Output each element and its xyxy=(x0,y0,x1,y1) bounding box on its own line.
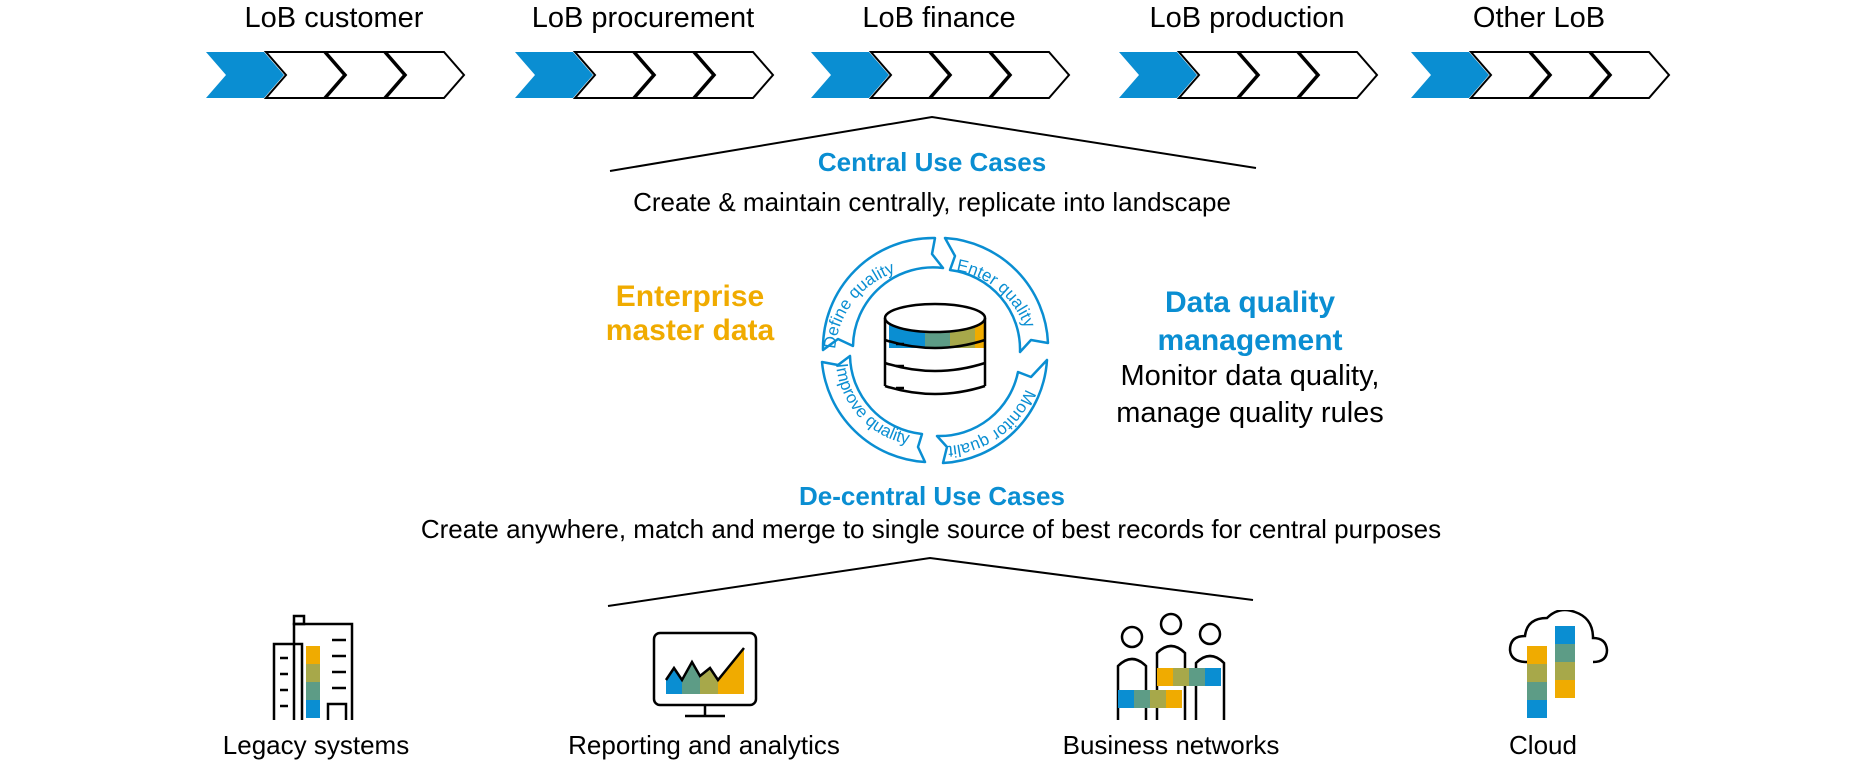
enterprise-line-2: master data xyxy=(605,314,775,347)
chevron xyxy=(632,51,715,99)
cycle-arrow-improve xyxy=(820,354,927,464)
lob-label: LoB finance xyxy=(862,2,1016,34)
dqm-desc-line-2: manage quality rules xyxy=(1116,397,1384,429)
central-use-cases-subtitle: Create & maintain centrally, replicate i… xyxy=(633,187,1231,217)
chevron xyxy=(1528,51,1611,99)
system-label: Legacy systems xyxy=(222,730,410,760)
chevron-active xyxy=(515,52,593,98)
process-chevrons xyxy=(1119,51,1379,99)
chevron xyxy=(323,51,406,99)
process-chevrons xyxy=(206,51,466,99)
cycle-arrow-monitor xyxy=(935,358,1049,465)
building-icon xyxy=(272,614,354,720)
chevron-active xyxy=(206,52,284,98)
chevron xyxy=(988,51,1071,99)
process-chevrons xyxy=(811,51,1071,99)
lob-label: Other LoB xyxy=(1472,2,1606,34)
chevron-active xyxy=(811,52,889,98)
chevron xyxy=(572,51,655,99)
system-label: Cloud xyxy=(1509,730,1577,760)
lob-label: LoB production xyxy=(1149,2,1345,34)
dqm-title-line-1: Data quality xyxy=(1164,286,1336,319)
lob-label: LoB customer xyxy=(244,2,424,34)
cycle-step-monitor: Monitor quality xyxy=(0,0,1040,461)
monitor-chart-icon xyxy=(652,631,758,718)
decentral-roof-line xyxy=(607,556,1254,607)
chevron-active xyxy=(1411,52,1489,98)
cloud-icon xyxy=(1508,610,1609,718)
chevron xyxy=(1588,51,1671,99)
chevron xyxy=(383,51,466,99)
central-roof-line xyxy=(609,115,1257,172)
chevron xyxy=(692,51,775,99)
chevron xyxy=(263,51,346,99)
dqm-description: Monitor data quality, manage quality rul… xyxy=(1090,358,1410,432)
people-network-icon xyxy=(1116,612,1226,720)
dqm-title-line-2: management xyxy=(1157,324,1343,357)
enterprise-line-1: Enterprise xyxy=(615,280,765,313)
database-icon xyxy=(883,302,987,396)
dqm-desc-line-1: Monitor data quality, xyxy=(1120,360,1380,392)
chevron-active xyxy=(1119,52,1197,98)
chevron xyxy=(1296,51,1379,99)
central-use-cases-title: Central Use Cases xyxy=(817,147,1047,177)
lob-label: LoB procurement xyxy=(531,2,755,34)
decentral-use-cases-title: De-central Use Cases xyxy=(799,481,1065,511)
cycle-arrow-enter xyxy=(943,236,1050,354)
chevron xyxy=(928,51,1011,99)
system-label: Reporting and analytics xyxy=(568,730,840,760)
chevron xyxy=(1236,51,1319,99)
chevron xyxy=(868,51,951,99)
dqm-title: Data quality management xyxy=(1100,284,1400,360)
process-chevrons xyxy=(515,51,775,99)
chevron xyxy=(1468,51,1551,99)
cycle-arrow-define xyxy=(821,236,945,352)
chevron xyxy=(1176,51,1259,99)
system-label: Business networks xyxy=(1062,730,1280,760)
enterprise-master-data-title: Enterprise master data xyxy=(560,280,820,348)
process-chevrons xyxy=(1411,51,1671,99)
decentral-use-cases-subtitle: Create anywhere, match and merge to sing… xyxy=(420,514,1442,544)
